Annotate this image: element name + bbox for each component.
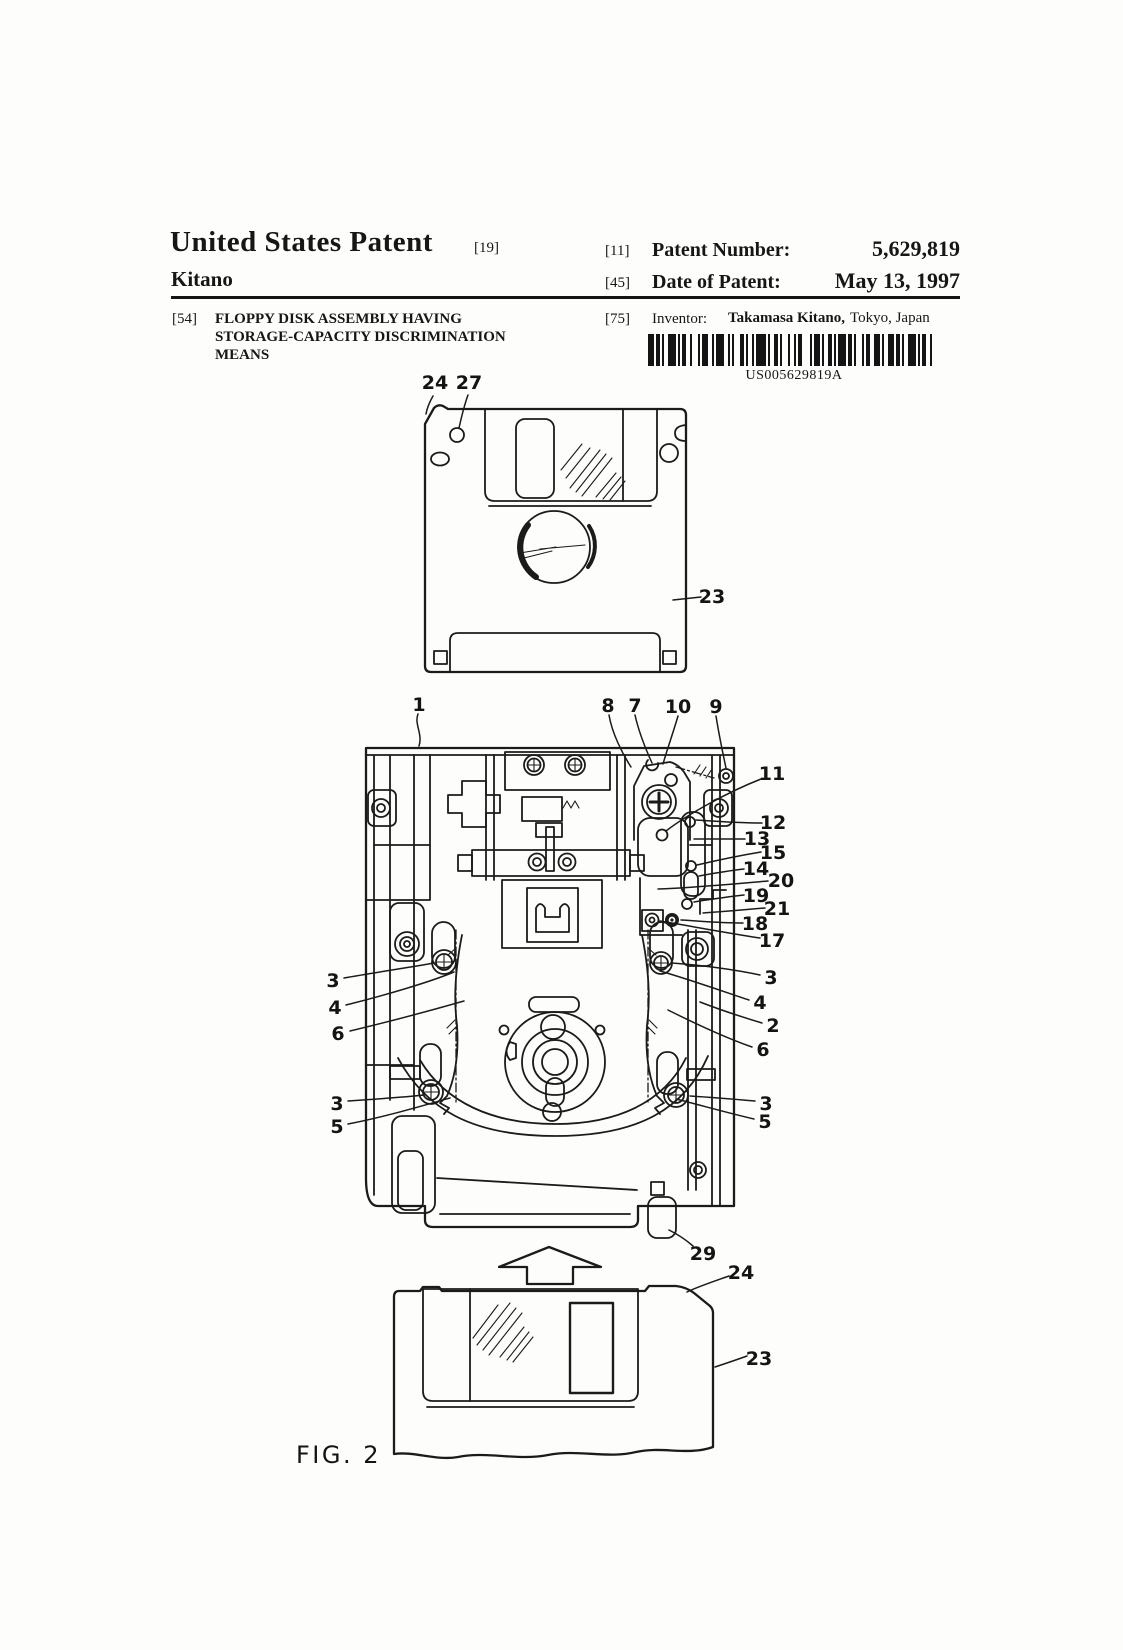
write-protect-hole [659, 443, 679, 463]
barcode [648, 334, 940, 366]
figure-ref-29: 29 [690, 1243, 716, 1265]
inventor-location: Tokyo, Japan [849, 310, 930, 326]
figure-ref-11: 11 [759, 763, 785, 785]
figure-ref-6: 6 [756, 1039, 769, 1061]
figure-caption: FIG. 2 [296, 1441, 381, 1469]
invention-title-line: MEANS [215, 347, 270, 363]
figure-ref-15: 15 [760, 842, 786, 864]
figure-ref-14: 14 [743, 858, 769, 880]
header-rule [171, 296, 960, 299]
figure-ref-17: 17 [759, 930, 785, 952]
figure-ref-1: 1 [412, 694, 425, 716]
figure-ref-7: 7 [628, 695, 641, 717]
figure-ref-24: 24 [422, 372, 448, 394]
figure-ref-4: 4 [328, 997, 341, 1019]
field-45-code: [45] [605, 275, 630, 291]
figure-ref-12: 12 [760, 812, 786, 834]
kind-code: [19] [474, 240, 499, 256]
figure-ref-20: 20 [768, 870, 794, 892]
figure-ref-19: 19 [743, 885, 769, 907]
figure-ref-5: 5 [330, 1116, 343, 1138]
barcode-text: US005629819A [745, 368, 843, 383]
alignment-hole [449, 427, 465, 443]
invention-title: FLOPPY DISK ASSEMBLY HAVING STORAGE-CAPA… [215, 310, 545, 364]
figure-ref-6: 6 [331, 1023, 344, 1045]
figure-ref-3: 3 [326, 970, 339, 992]
figure-ref-5: 5 [758, 1111, 771, 1133]
patent-number-value: 5,629,819 [872, 236, 960, 261]
insertion-arrow [497, 1245, 603, 1286]
inventor-label: Inventor: [652, 311, 707, 327]
figure-ref-24: 24 [728, 1262, 754, 1284]
inventor-line: Takamasa Kitano,Tokyo, Japan [728, 310, 930, 327]
invention-title-line: STORAGE-CAPACITY DISCRIMINATION [215, 329, 506, 345]
floppy-disk-insert-view [392, 1284, 715, 1460]
figure-ref-3: 3 [764, 967, 777, 989]
invention-title-line: FLOPPY DISK ASSEMBLY HAVING [215, 311, 462, 327]
shutter-window [568, 1301, 615, 1395]
label-area [449, 632, 661, 673]
inventor-name: Takamasa Kitano, [728, 310, 845, 326]
patent-number-label: Patent Number: [652, 239, 791, 261]
shutter [422, 1288, 639, 1402]
figure-ref-23: 23 [746, 1348, 772, 1370]
figure-ref-23: 23 [699, 586, 725, 608]
figure-ref-8: 8 [601, 695, 614, 717]
shutter-window [515, 418, 555, 499]
floppy-disk-top-view [423, 404, 688, 674]
figure-ref-13: 13 [744, 828, 770, 850]
figure-ref-2: 2 [766, 1015, 779, 1037]
field-54-code: [54] [172, 311, 197, 327]
figure-ref-10: 10 [665, 696, 691, 718]
figure-ref-27: 27 [456, 372, 482, 394]
figure-ref-4: 4 [753, 992, 766, 1014]
figure-ref-21: 21 [764, 898, 790, 920]
figure-ref-9: 9 [709, 696, 722, 718]
date-of-patent-label: Date of Patent: [652, 271, 781, 293]
figure-ref-3: 3 [330, 1093, 343, 1115]
figure-ref-3: 3 [759, 1093, 772, 1115]
field-11-code: [11] [605, 243, 630, 259]
figure-ref-18: 18 [742, 913, 768, 935]
date-of-patent-value: May 13, 1997 [834, 268, 960, 293]
field-75-code: [75] [605, 311, 630, 327]
leader-lines [343, 394, 769, 1368]
page-title: United States Patent [170, 226, 433, 258]
shutter [484, 408, 658, 502]
applicant-name: Kitano [171, 267, 233, 291]
oval-hole [430, 451, 450, 467]
